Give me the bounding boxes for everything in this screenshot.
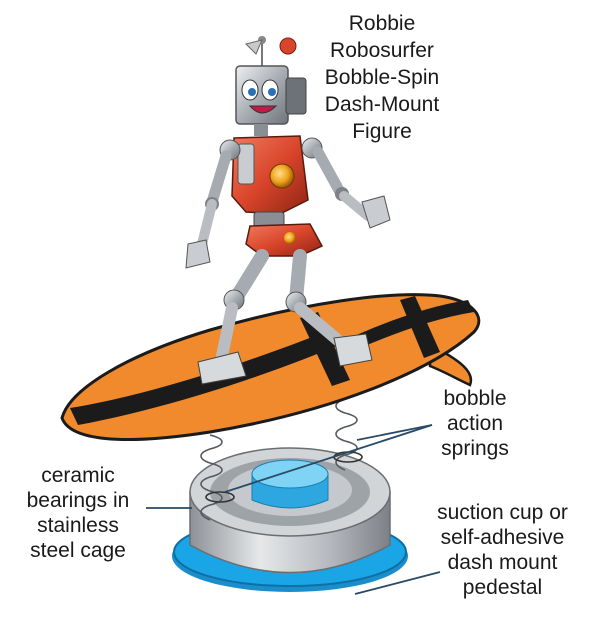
title-line: Dash-Mount — [324, 93, 440, 116]
pedestal-label: suction cup or self-adhesive dash mount … — [420, 500, 585, 600]
label-line: self-adhesive — [440, 526, 565, 549]
figure-title: Robbie Robosurfer Bobble-Spin Dash-Mount… — [312, 10, 452, 145]
label-line: ceramic — [41, 464, 115, 487]
label-line: springs — [441, 437, 509, 460]
bearings-label: ceramic bearings in stainless steel cage — [12, 463, 144, 563]
title-line: Robbie — [348, 12, 416, 35]
label-line: stainless — [37, 514, 119, 537]
surfboard — [60, 293, 481, 442]
title-line: Figure — [352, 120, 412, 143]
label-line: suction cup or — [437, 501, 568, 524]
springs-callout-line-2 — [224, 424, 433, 493]
label-line: pedestal — [462, 576, 543, 599]
title-line: Robosurfer — [330, 39, 434, 62]
title-line: Bobble-Spin — [324, 66, 440, 89]
robot-figure — [185, 36, 391, 385]
pedestal-callout-line — [354, 571, 441, 595]
label-line: bobble — [443, 387, 507, 410]
label-line: action — [446, 412, 504, 435]
bobble-spring-left — [200, 434, 235, 521]
label-line: dash mount — [447, 551, 558, 574]
label-line: bearings in — [26, 489, 130, 512]
callout-lines — [146, 424, 441, 595]
ceramic-bearing — [189, 447, 391, 574]
springs-callout-line-1 — [356, 424, 433, 441]
springs-label: bobble action springs — [420, 386, 530, 461]
label-line: steel cage — [30, 539, 126, 562]
